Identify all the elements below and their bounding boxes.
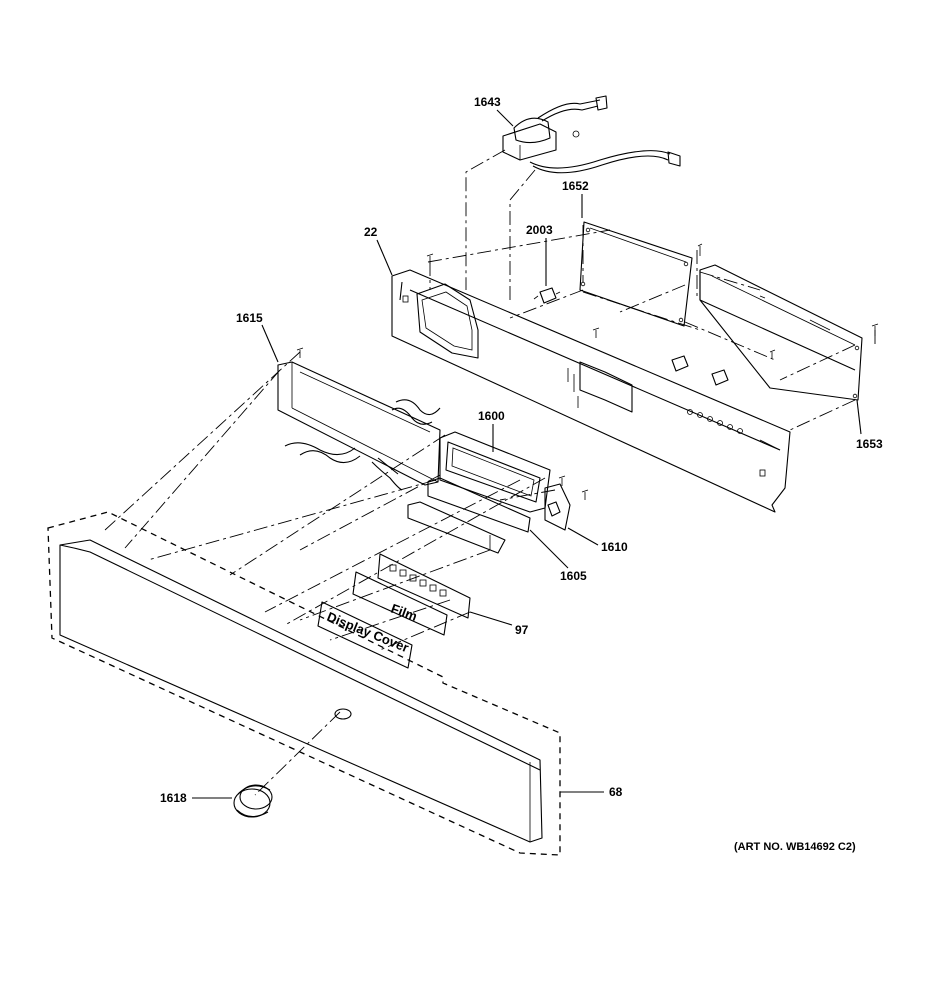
callout-1652: 1652 — [562, 179, 589, 193]
film-label: Film — [389, 601, 419, 624]
art-number: (ART NO. WB14692 C2) — [734, 841, 856, 853]
callout-1600: 1600 — [478, 409, 505, 423]
callout-leaders — [192, 109, 862, 799]
callout-68: 68 — [609, 785, 623, 799]
callout-2003: 2003 — [526, 223, 553, 237]
transformer-1643 — [502, 95, 681, 174]
front-panel-68 — [59, 539, 543, 843]
callout-97: 97 — [515, 623, 529, 637]
board-1653 — [671, 264, 879, 401]
board-1615 — [277, 361, 441, 491]
callout-labels: 1643 1652 2003 22 1615 1600 1653 1610 16… — [160, 95, 883, 805]
display-1600 — [439, 431, 551, 513]
board-1610 — [544, 483, 571, 531]
switch-2003 — [533, 287, 561, 304]
screws — [296, 253, 600, 500]
assembly-leader-lines — [104, 149, 876, 796]
window-97 — [377, 553, 471, 619]
knob-1618 — [233, 784, 273, 818]
callout-1643: 1643 — [474, 95, 501, 109]
bracket-22 — [391, 269, 791, 513]
callout-22: 22 — [364, 225, 378, 239]
bracket-1605 — [407, 477, 531, 554]
callout-1605: 1605 — [560, 569, 587, 583]
callout-1615: 1615 — [236, 311, 263, 325]
callout-1618: 1618 — [160, 791, 187, 805]
board-1652 — [579, 221, 703, 327]
callout-1610: 1610 — [601, 540, 628, 554]
callout-1653: 1653 — [856, 437, 883, 451]
assembly-68-boundary — [47, 511, 561, 856]
